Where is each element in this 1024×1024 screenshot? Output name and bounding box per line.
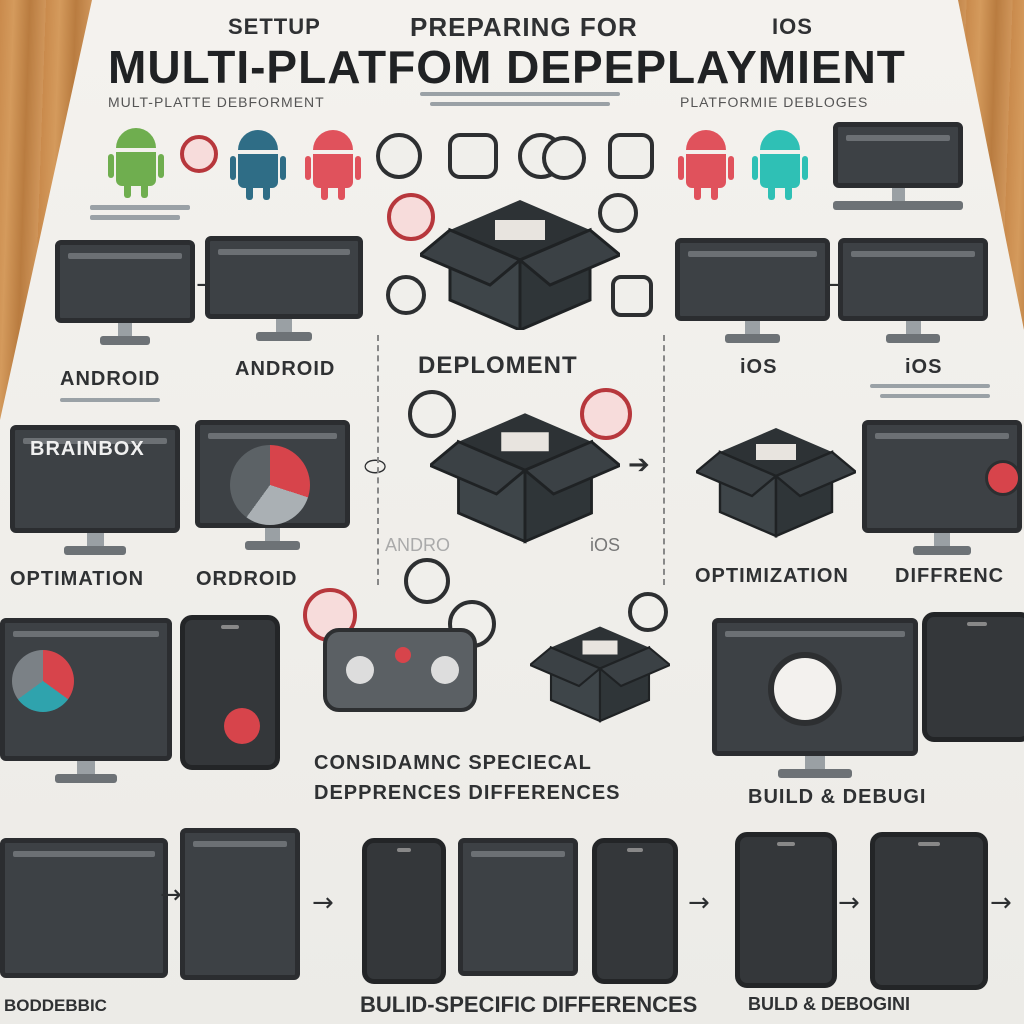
oroid-label: ORDROID	[196, 568, 298, 590]
ios-label-1: iOS	[740, 356, 778, 378]
bottom-left-label: BODDEBBIC	[4, 996, 107, 1015]
subtitle-left: MULT-PLATTE DEBFORMENT	[108, 94, 325, 110]
target-icon	[542, 136, 586, 180]
monitor-icon	[0, 618, 172, 783]
laptop-icon	[833, 122, 963, 210]
monitor-icon	[55, 240, 195, 345]
arrow-right-icon: →	[312, 888, 334, 918]
info-icon	[408, 390, 456, 438]
arrow-right-icon: →	[688, 888, 710, 918]
bottom-center-label: BULID-SPECIFIC DIFFERENCES	[360, 992, 698, 1017]
subtitle-right: PLATFORMIE DEBLOGES	[680, 94, 869, 110]
deployment-label: DEPLOMENT	[418, 352, 578, 379]
clock-icon	[628, 592, 668, 632]
phone-icon	[922, 612, 1024, 742]
caption-bar	[870, 384, 990, 388]
andro-label: ANDRO	[385, 535, 451, 555]
badge-icon	[224, 708, 260, 744]
record-icon	[985, 460, 1021, 496]
monitor-icon	[205, 236, 363, 341]
caption-bar	[60, 398, 160, 402]
differenc-label: DIFFRENC	[895, 565, 1005, 587]
tablet-icon	[458, 838, 578, 976]
badge-icon	[580, 388, 632, 440]
arrow-right-icon: ➔	[628, 450, 650, 480]
phone-icon	[870, 832, 988, 990]
header-preparing: PREPARING FOR	[410, 12, 638, 42]
subtitle-center-bar-2	[430, 102, 610, 106]
monitor-icon	[838, 238, 988, 343]
apple-icon	[608, 133, 654, 179]
android-label-2: ANDROID	[235, 358, 336, 380]
badge-icon	[180, 135, 218, 173]
clock-icon	[598, 193, 638, 233]
connector-line	[377, 335, 379, 585]
badge-icon	[387, 193, 435, 241]
pie-graphic	[12, 650, 74, 712]
subtitle-center-bar	[420, 92, 620, 96]
ios-label-2: iOS	[905, 356, 943, 378]
smile-icon	[386, 275, 426, 315]
caption-bar	[880, 394, 990, 398]
connector-line	[663, 335, 665, 585]
tablet-icon	[180, 828, 300, 980]
settings-icon	[376, 133, 422, 179]
optimization-label: OPTIMIZATION	[695, 565, 849, 587]
toggle-icon: ⬭	[364, 452, 387, 482]
arrow-right-icon: →	[160, 880, 182, 910]
arrow-right-icon: →	[838, 888, 860, 918]
build-debug-label: BUILD & DEBUGI	[748, 786, 927, 808]
tablet-icon	[0, 838, 168, 978]
header-setup: SETTUP	[228, 14, 321, 39]
monitor-icon	[675, 238, 830, 343]
camera-lens-icon	[768, 652, 842, 726]
caption-bar	[90, 205, 190, 210]
header-ios: IOS	[772, 14, 813, 39]
phone-icon	[362, 838, 446, 984]
considering-label-1: CONSIDAMNC SPECIECAL	[314, 752, 592, 774]
puzzle-icon	[448, 133, 498, 179]
chip-icon	[611, 275, 653, 317]
caption-bar	[90, 215, 180, 220]
ios-label-3: iOS	[590, 535, 621, 555]
pie-graphic	[230, 445, 310, 525]
poster-title: MULTI-PLATFOM DEPEPLAYMIENT	[108, 41, 906, 93]
android-label-1: ANDROID	[60, 368, 161, 390]
phone-icon	[180, 615, 280, 770]
bottom-right-label: BULD & DEBOGINI	[748, 994, 910, 1014]
phone-icon	[735, 832, 837, 988]
gear-icon	[404, 558, 450, 604]
arrow-right-icon: →	[990, 888, 1012, 918]
phone-icon	[592, 838, 678, 984]
brainbox-label: BRAINBOX	[30, 438, 145, 460]
considering-label-2: DEPPRENCES DIFFERENCES	[314, 782, 621, 804]
optimation-label: OPTIMATION	[10, 568, 145, 590]
monitor-icon	[10, 425, 180, 555]
